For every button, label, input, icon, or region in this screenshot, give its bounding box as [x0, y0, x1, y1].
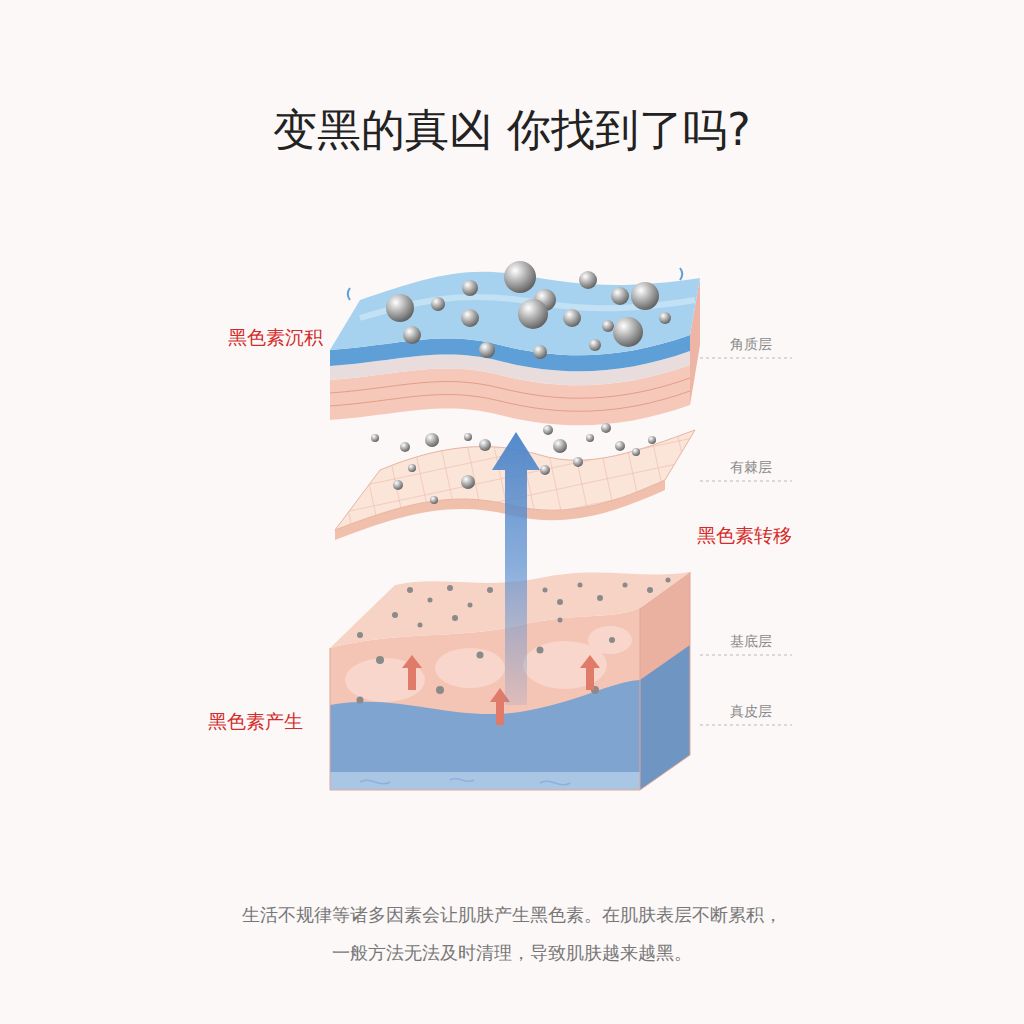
dermis-lower — [330, 772, 640, 790]
layer-label: 基底层 — [728, 633, 774, 650]
melanin-ball — [586, 434, 594, 442]
melanin-sphere — [602, 320, 614, 332]
melanin-ball — [543, 425, 553, 435]
melanin-sphere — [431, 297, 445, 311]
dermis-layer — [330, 680, 640, 772]
melanin-sphere — [461, 309, 479, 327]
melanin-sphere — [504, 261, 536, 293]
melanin-dot — [487, 587, 493, 593]
block-right-dermis — [640, 645, 690, 790]
layer-label: 有棘层 — [728, 459, 774, 476]
small-arrow — [402, 655, 422, 690]
melanin-sphere — [563, 309, 581, 327]
leader-line — [700, 725, 792, 726]
melanin-ball — [648, 436, 656, 444]
melanin-sphere — [631, 282, 659, 310]
melanin-ball — [540, 465, 550, 475]
melanin-dot — [452, 615, 458, 621]
melanin-sphere — [589, 339, 601, 351]
melanin-dot — [468, 603, 473, 608]
melanin-ball — [461, 475, 475, 489]
melanin-dot — [436, 686, 444, 694]
deposited-melanin — [386, 261, 671, 359]
melanin-dot — [392, 612, 398, 618]
melanin-sphere — [518, 299, 548, 329]
transfer-arrow — [492, 432, 540, 705]
stage-label: 黑色素产生 — [208, 710, 303, 733]
melanin-ball — [632, 448, 640, 456]
melanin-dot — [376, 656, 384, 664]
caption: 生活不规律等诸多因素会让肌肤产生黑色素。在肌肤表层不断累积， 一般方法无法及时清… — [237, 896, 787, 972]
melanin-ball — [371, 434, 379, 442]
melanin-ball — [400, 442, 410, 452]
melanin-dot — [543, 588, 548, 593]
melanin-ball — [393, 480, 403, 490]
melanin-dot — [558, 618, 563, 623]
melanin-ball — [615, 441, 625, 451]
leader-line — [700, 481, 792, 482]
melanin-ball — [601, 423, 611, 433]
melanin-dot — [477, 652, 484, 659]
melanin-ball — [479, 439, 491, 451]
dermis-squiggle — [360, 779, 570, 785]
melanin-sphere — [386, 294, 414, 322]
melanin-dot — [537, 647, 544, 654]
melanin-dot — [418, 623, 423, 628]
melanin-ball — [430, 496, 438, 504]
small-arrow — [580, 655, 600, 690]
cell — [435, 648, 505, 688]
melanin-ball — [573, 457, 583, 467]
melanin-dot — [357, 632, 363, 638]
stage-label: 黑色素转移 — [697, 524, 792, 547]
leader-line — [700, 655, 792, 656]
melanin-ball — [464, 433, 472, 441]
layer-label: 角质层 — [728, 336, 774, 353]
melanin-sphere — [659, 312, 671, 324]
melanin-dot — [597, 595, 603, 601]
melanin-dot — [647, 587, 653, 593]
melanin-dot — [407, 587, 413, 593]
melanin-dot — [428, 598, 433, 603]
melanin-ball — [408, 464, 416, 472]
melanin-ball — [425, 433, 439, 447]
melanin-dot — [609, 637, 615, 643]
slab-pink-lines — [330, 378, 690, 411]
melanin-ball — [553, 439, 567, 453]
leader-line — [700, 358, 792, 359]
melanin-sphere — [613, 317, 643, 347]
melanin-sphere — [403, 326, 421, 344]
melanin-sphere — [462, 280, 478, 296]
layer-label: 真皮层 — [728, 703, 774, 720]
melanin-dot — [447, 585, 453, 591]
melanin-dot — [623, 583, 628, 588]
melanin-sphere — [533, 345, 547, 359]
block-right-face — [640, 572, 690, 790]
cell — [588, 626, 632, 654]
melanin-dot — [557, 599, 563, 605]
stage-label: 黑色素沉积 — [228, 326, 323, 349]
small-arrows — [402, 655, 600, 725]
melanin-sphere — [611, 287, 629, 305]
melanin-dot — [357, 697, 364, 704]
melanin-dot — [578, 583, 583, 588]
title: 变黑的真凶 你找到了吗? — [273, 104, 750, 157]
melanin-dot — [666, 578, 671, 583]
melanin-sphere — [479, 342, 495, 358]
melanin-sphere — [579, 271, 597, 289]
